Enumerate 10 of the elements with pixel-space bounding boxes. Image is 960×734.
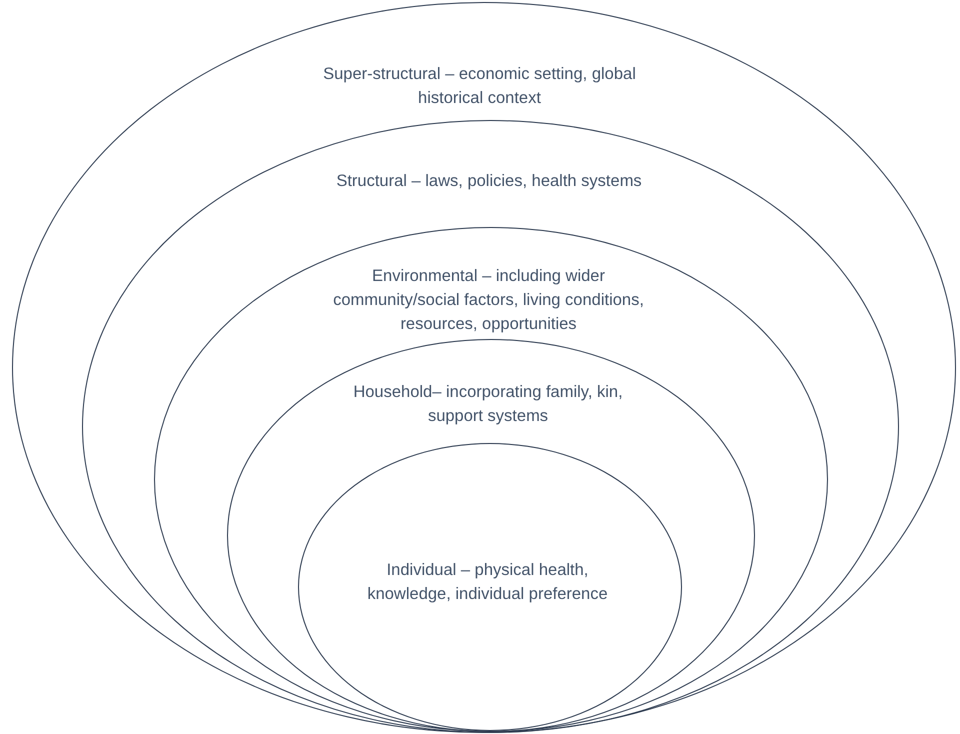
ellipse-ring [226, 338, 754, 732]
ring-label: Environmental – including wider community/social factors, living conditions, resources, opportunities [332, 266, 645, 334]
ring-label: Structural – laws, policies, health systems [335, 171, 643, 192]
ring-label: Individual – physical health, knowledge, individual preference [366, 560, 609, 604]
ellipse-ring [298, 443, 682, 731]
ring-label: Household– incorporating family, kin, support systems [353, 382, 623, 427]
ellipse-ring [154, 227, 828, 732]
ellipse-ring [82, 120, 898, 732]
ring-label: Super-structural – economic setting, global historical context [322, 64, 637, 108]
ellipse-ring [12, 2, 956, 733]
